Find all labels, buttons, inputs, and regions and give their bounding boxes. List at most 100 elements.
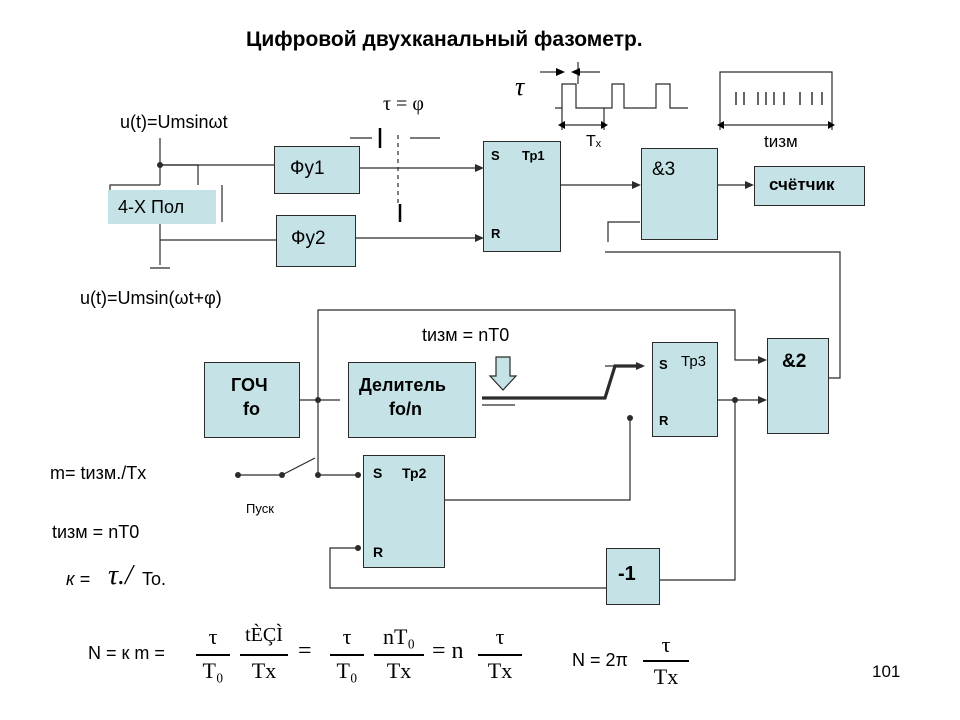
arrow-tau-left	[556, 68, 565, 76]
arrow-tau-right	[571, 68, 580, 76]
frac1-bar	[196, 654, 230, 656]
minus1-block: -1	[606, 548, 660, 605]
arrow-and2-in2	[758, 396, 767, 404]
frac2-bar	[240, 654, 288, 656]
quad-top-wire	[160, 164, 199, 185]
and2-label: &2	[782, 351, 807, 372]
fu2-label: Фу2	[291, 228, 326, 249]
tizm-label: tизм	[764, 132, 798, 151]
divider-block: Делитель fo/n	[348, 362, 476, 438]
input1-label: u(t)=Umsinωt	[120, 112, 228, 132]
tr2-r-loop-wire	[329, 547, 608, 589]
arrow-tizm-right	[828, 121, 835, 129]
counter-label: счётчик	[769, 175, 835, 194]
fraction-tau-t0-2: τ T₀	[330, 624, 364, 686]
junction-dot	[315, 397, 321, 403]
tr2-name: Тр2	[402, 465, 427, 481]
tau-symbol: τ	[515, 72, 525, 101]
counter-block: счётчик	[754, 166, 865, 206]
fu2-block: Фу2	[276, 215, 356, 267]
and3-second-input	[607, 221, 640, 242]
frac3-num: τ	[342, 624, 352, 649]
tx-label: Tₓ	[586, 133, 602, 150]
and2-block: &2	[767, 338, 829, 434]
frac5-bar	[478, 654, 522, 656]
junction-dot	[355, 472, 361, 478]
div-to-tr3-thick-wire	[482, 364, 642, 400]
goch-block: ГОЧ fo	[204, 362, 300, 438]
n-formula-left: N = к m =	[88, 643, 165, 663]
n2pi-formula-left: N = 2π	[572, 650, 628, 670]
frac6-num: τ	[661, 632, 671, 657]
k-formula-left: к =	[66, 569, 91, 589]
pusk-label: Пуск	[246, 501, 274, 516]
frac2-num: tÈÇÌ	[245, 624, 283, 646]
tizm-count-pulses	[735, 92, 823, 105]
frac6-den: Tx	[653, 664, 679, 689]
tr1-name: Тр1	[522, 148, 545, 163]
arrow-tx-right	[601, 121, 608, 129]
frac6-bar	[643, 660, 689, 662]
tr2-s-label: S	[373, 465, 383, 481]
fraction-tau-tx: τ Tx	[478, 624, 522, 686]
arrow-and3-in	[632, 181, 641, 189]
tr2-block: S Тр2 R	[363, 455, 445, 568]
fraction-tizm-tx: tÈÇÌ Tx	[240, 624, 288, 686]
fraction-tau-tx-2: τ Tx	[643, 632, 689, 694]
junction-dot	[279, 472, 285, 478]
and3-block: &3	[641, 148, 718, 240]
quad-block: 4-Х Пол	[108, 190, 216, 224]
switch-blade	[281, 457, 316, 476]
equals-1: =	[298, 638, 312, 664]
divider-label-1: Делитель	[359, 375, 446, 395]
frac1-den: T₀	[202, 658, 224, 683]
frac5-den: Tx	[487, 658, 513, 683]
page-number: 101	[872, 662, 901, 681]
m-formula: m= tизм./Tx	[50, 463, 147, 483]
junction-dot	[157, 162, 163, 168]
frac3-bar	[330, 654, 364, 656]
tr3-r-label: R	[659, 413, 669, 428]
tr3-name: Тр3	[681, 353, 707, 370]
fu1-label: Фу1	[290, 158, 325, 179]
k-formula-tau: τ./	[108, 560, 133, 591]
arrow-tr1-r	[475, 234, 484, 242]
goch-label-1: ГОЧ	[231, 375, 268, 395]
and2-to-minus1-wire	[660, 400, 736, 581]
tizm-input-arrow	[488, 356, 518, 391]
tr3-block: S Тр3 R	[652, 342, 718, 437]
junction-dot	[732, 397, 738, 403]
tizm-window	[719, 71, 833, 108]
tr1-block: S Тр1 R	[483, 141, 561, 252]
frac5-num: τ	[495, 624, 505, 649]
fraction-nt0-tx: nT₀ Tx	[374, 624, 424, 686]
fraction-tau-t0: τ T₀	[196, 624, 230, 686]
tr1-r-label: R	[491, 226, 501, 241]
junction-dot	[315, 472, 321, 478]
tr3-r-wire	[440, 418, 631, 501]
arrow-tr3-s	[636, 362, 645, 370]
arrow-tr1-s	[475, 164, 484, 172]
frac3-den: T₀	[336, 658, 358, 683]
fu1-block: Фу1	[274, 146, 360, 194]
tx-pulse-train	[555, 83, 688, 109]
input2-label: u(t)=Umsin(ωt+φ)	[80, 288, 222, 308]
frac1-num: τ	[208, 624, 218, 649]
minus1-label: -1	[618, 563, 636, 585]
frac4-den: Tx	[386, 658, 412, 683]
quad-label: 4-Х Пол	[118, 197, 185, 217]
frac2-den: Tx	[251, 658, 277, 683]
and2-feedback-wire	[605, 251, 841, 379]
tizm-formula-label: tизм = nT0	[422, 325, 510, 345]
tr3-s-label: S	[659, 357, 668, 372]
arrow-tx-left	[558, 121, 565, 129]
junction-dot	[355, 545, 361, 551]
goch-to-and2-wire	[317, 309, 758, 400]
equals-n: = n	[432, 638, 464, 664]
page-title: Цифровой двухканальный фазометр.	[246, 28, 643, 51]
junction-dot	[627, 415, 633, 421]
arrow-counter-in	[745, 181, 754, 189]
arrow-tizm-left	[717, 121, 724, 129]
